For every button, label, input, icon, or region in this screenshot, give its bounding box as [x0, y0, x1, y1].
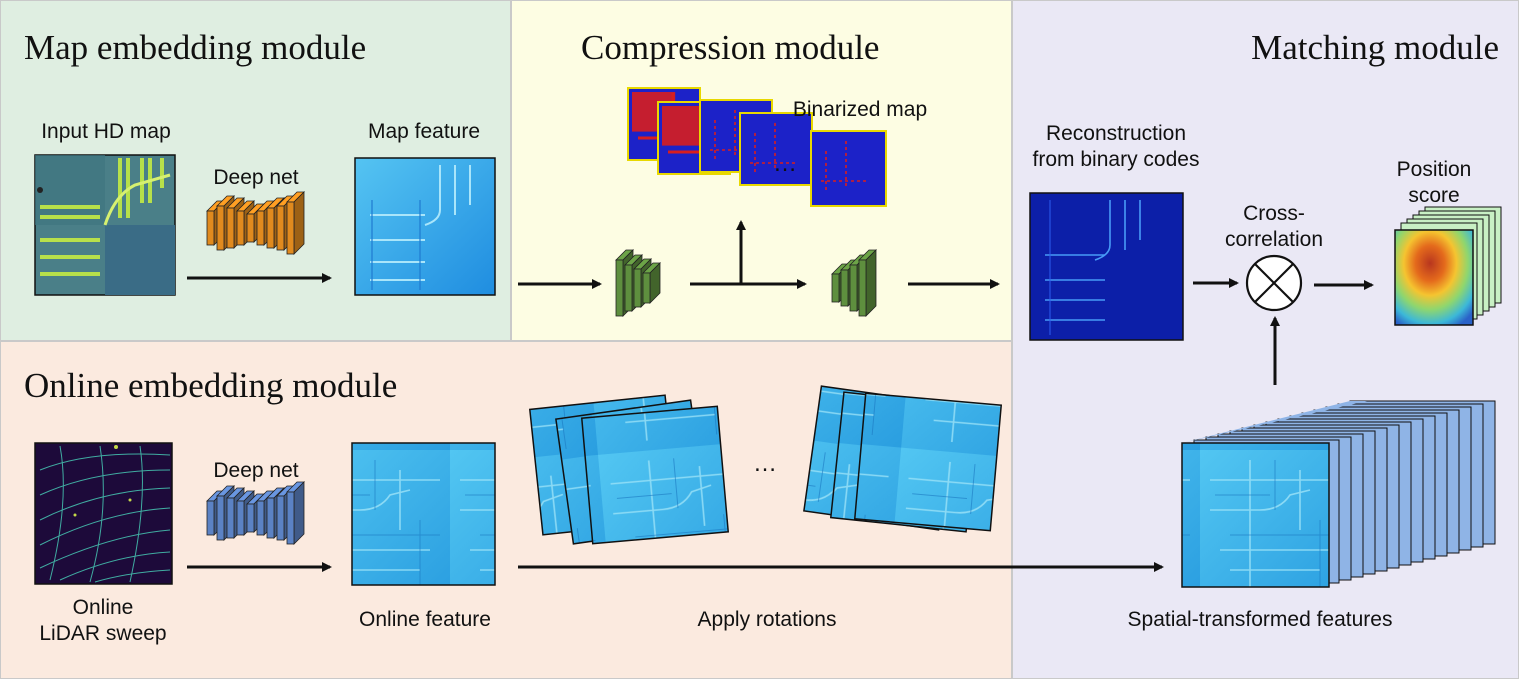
spatial-transformed-stack: [1181, 400, 1496, 588]
online-deep-net-label: Deep net: [213, 459, 299, 482]
binarized-map-card: [810, 130, 887, 207]
position-score-stack: [1394, 206, 1502, 326]
map-net-layer: [286, 191, 305, 255]
rotated-feature-card: [853, 392, 1003, 532]
compression-ellipsis: …: [773, 150, 797, 177]
map-feature-image: [354, 157, 496, 296]
encoder-net-icon: [615, 249, 661, 317]
lidar-sweep-image: [34, 442, 173, 585]
online-embedding-title: Online embedding module: [24, 366, 398, 405]
spatial-transformed-label: Spatial-transformed features: [1127, 608, 1393, 631]
online-feature-label: Online feature: [359, 608, 491, 631]
online-net-layer: [286, 481, 305, 545]
encoder-net-layer: [642, 262, 661, 304]
compression-title: Compression module: [581, 28, 880, 67]
matching-title: Matching module: [1251, 28, 1499, 67]
rotated-feature-card: [580, 405, 730, 545]
decoder-net-layer: [858, 249, 877, 317]
spatial-feature-front: [1181, 442, 1330, 588]
decoder-net-icon: [831, 249, 877, 317]
map-deep-net-label: Deep net: [213, 166, 299, 189]
map-feature-label: Map feature: [367, 120, 481, 143]
position-score-heatmap: [1394, 229, 1474, 326]
map-embedding-title: Map embedding module: [24, 28, 367, 67]
rotated-features-right: [803, 385, 1003, 533]
cross-correlation-symbol: [1245, 254, 1303, 312]
online-feature-image: [351, 442, 496, 586]
cross-correlation-label: Cross-correlation: [1224, 202, 1324, 252]
binarized-map-card: [739, 112, 813, 186]
rotations-ellipsis: …: [753, 450, 777, 477]
rotated-features-left: [528, 394, 730, 545]
apply-rotations-label: Apply rotations: [697, 608, 837, 631]
reconstruction-image: [1029, 192, 1184, 341]
input-hd-map-image: [34, 154, 176, 296]
map-deep-net-icon: [206, 191, 305, 255]
binarized-map-label: Binarized map: [792, 98, 928, 121]
online-deep-net-icon: [206, 481, 305, 545]
input-hd-map-label: Input HD map: [41, 120, 171, 143]
binarized-map-stack: [627, 87, 887, 207]
